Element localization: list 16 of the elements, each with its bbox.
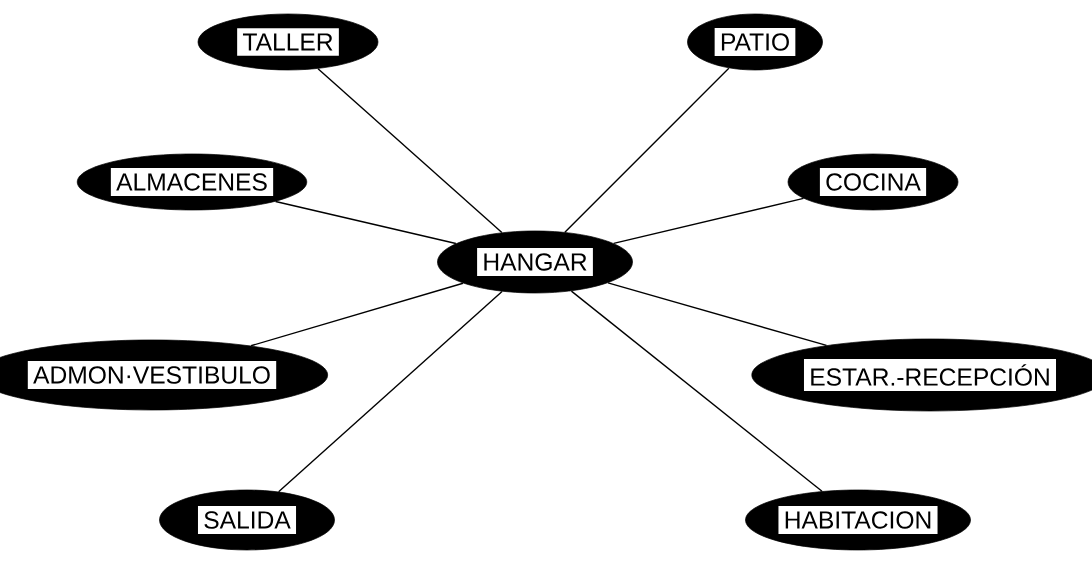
connector-line (274, 200, 457, 245)
connector-line (613, 197, 805, 245)
ellipse-node: HANGAR (437, 230, 633, 294)
ellipse-node: ESTAR.-RECEPCIÓN (751, 338, 1092, 412)
connector-line (570, 290, 823, 492)
connector-line (564, 67, 730, 233)
connector-line (317, 68, 503, 234)
ellipse-node: COCINA (787, 153, 959, 211)
connector-line (277, 290, 503, 493)
connector-line (607, 282, 828, 347)
ellipse-node: TALLER (197, 13, 379, 71)
connector-line (250, 282, 464, 347)
ellipse-node: SALIDA (159, 489, 335, 551)
ellipse-node: HABITACION (745, 489, 971, 551)
ellipse-node: PATIO (687, 13, 823, 71)
ellipse-node: ALMACENES (76, 153, 308, 211)
